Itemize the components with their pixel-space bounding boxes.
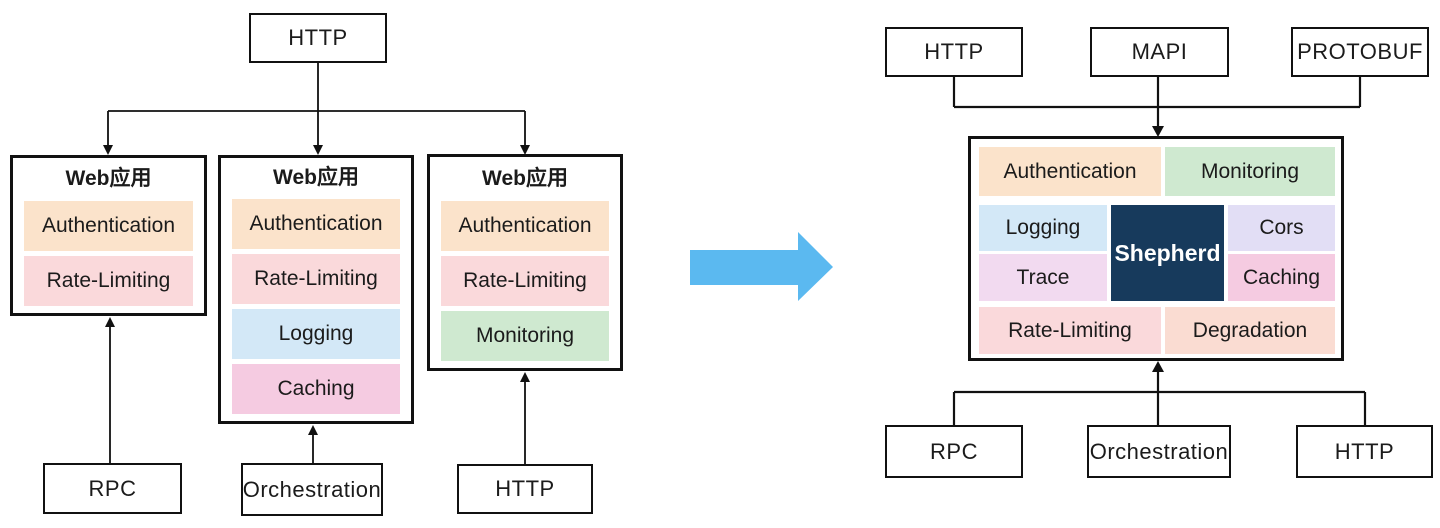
tile-caching: Caching (232, 364, 400, 414)
tile-authentication: Authentication (232, 199, 400, 249)
tile-rate-limiting: Rate-Limiting (979, 307, 1161, 354)
tile-caching: Caching (1228, 254, 1335, 301)
tile-rate-limiting: Rate-Limiting (441, 256, 609, 306)
left-bottom-http-box: HTTP (457, 464, 593, 514)
tile-monitoring: Monitoring (441, 311, 609, 361)
web-app-1-title: Web应用 (65, 167, 152, 190)
left-bottom-http-label: HTTP (495, 476, 555, 501)
tile-authentication: Authentication (24, 201, 193, 251)
right-top-protobuf-box: PROTOBUF (1291, 27, 1429, 77)
tile-rate-limiting: Rate-Limiting (24, 256, 193, 306)
right-rpc-label: RPC (930, 438, 978, 464)
web-app-3-title: Web应用 (482, 166, 568, 190)
web-app-box-3: Web应用 Authentication Rate-Limiting Monit… (427, 154, 623, 371)
tile-trace: Trace (979, 254, 1107, 301)
tile-logging: Logging (232, 309, 400, 359)
shepherd-gateway-box: Authentication Monitoring Logging Trace … (968, 136, 1344, 361)
transform-arrow (690, 232, 833, 301)
left-orchestration-label: Orchestration (242, 476, 382, 502)
tile-degradation: Degradation (1165, 307, 1335, 354)
right-rpc-box: RPC (885, 425, 1023, 478)
left-orchestration-box: Orchestration (241, 463, 383, 516)
right-top-protobuf-label: PROTOBUF (1297, 39, 1423, 64)
right-top-mapi-box: MAPI (1090, 27, 1229, 77)
right-top-http-label: HTTP (924, 39, 984, 64)
right-top-http-box: HTTP (885, 27, 1023, 77)
right-bottom-http-box: HTTP (1296, 425, 1433, 478)
shepherd-core: Shepherd (1111, 205, 1224, 301)
left-rpc-label: RPC (88, 475, 137, 501)
right-bottom-http-label: HTTP (1334, 438, 1395, 464)
web-app-2-title: Web应用 (273, 166, 359, 189)
web-app-box-2: Web应用 Authentication Rate-Limiting Loggi… (218, 155, 414, 424)
tile-authentication: Authentication (979, 147, 1161, 196)
tile-authentication: Authentication (441, 201, 609, 251)
right-orchestration-box: Orchestration (1087, 425, 1231, 478)
tile-rate-limiting: Rate-Limiting (232, 254, 400, 304)
right-orchestration-label: Orchestration (1089, 438, 1229, 464)
left-top-http-box: HTTP (249, 13, 387, 63)
tile-monitoring: Monitoring (1165, 147, 1335, 196)
tile-logging: Logging (979, 205, 1107, 251)
web-app-box-1: Web应用 Authentication Rate-Limiting (10, 155, 207, 316)
left-top-http-label: HTTP (288, 25, 348, 50)
left-rpc-box: RPC (43, 463, 182, 514)
right-top-mapi-label: MAPI (1131, 39, 1188, 64)
tile-cors: Cors (1228, 205, 1335, 251)
